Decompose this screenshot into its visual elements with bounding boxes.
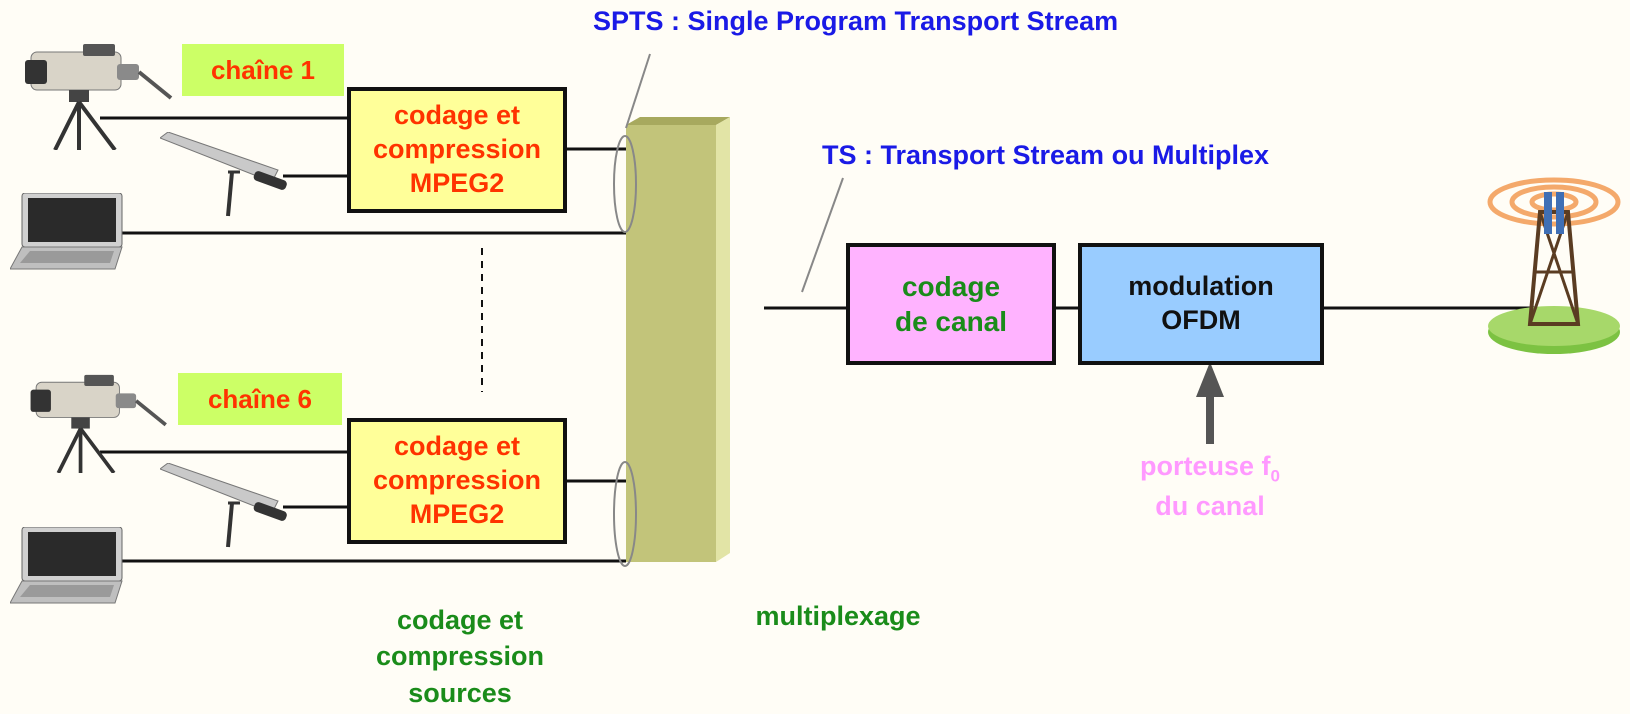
encoder-6-line-2: compression xyxy=(372,465,542,496)
carrier-line-1: porteuse f0 xyxy=(1110,448,1310,488)
ts-label: TS : Transport Stream ou Multiplex xyxy=(822,140,1270,170)
chain-1-label: chaîne 1 xyxy=(182,44,344,96)
channel-coding-line-1: codage xyxy=(901,271,1001,302)
carrier-subscript: 0 xyxy=(1270,466,1280,486)
encoder-box-chain-6: codage et compression MPEG2 xyxy=(347,418,567,544)
camera-icon xyxy=(30,374,167,473)
spts-label: SPTS : Single Program Transport Stream xyxy=(593,6,1119,36)
microphone-icon xyxy=(160,463,287,548)
carrier-text: porteuse f xyxy=(1140,451,1271,481)
source-caption-line-2: compression xyxy=(375,641,545,672)
source-caption-line-3: sources xyxy=(408,677,512,708)
spts-leader-line xyxy=(625,53,651,129)
multiplexer-bar xyxy=(626,117,730,562)
modulation-box: modulation OFDM xyxy=(1078,243,1324,365)
channel-coding-line-2: de canal xyxy=(894,306,1008,337)
encoder-6-line-3: MPEG2 xyxy=(409,498,505,529)
encoder-1-line-1: codage et xyxy=(393,100,521,131)
chain-6-label: chaîne 6 xyxy=(178,373,342,425)
modulation-line-2: OFDM xyxy=(1161,305,1241,335)
encoder-6-line-1: codage et xyxy=(393,431,521,462)
laptop-icon xyxy=(10,193,123,270)
microphone-icon xyxy=(160,132,287,217)
ts-leader-line xyxy=(801,177,844,293)
spts-ellipse-1 xyxy=(613,135,637,233)
modulation-line-1: modulation xyxy=(1128,271,1274,302)
source-coding-caption: codage et compression sources xyxy=(350,602,570,711)
channel-coding-box: codage de canal xyxy=(846,243,1056,365)
laptop-icon xyxy=(10,527,123,604)
encoder-box-chain-1: codage et compression MPEG2 xyxy=(347,87,567,213)
carrier-arrow xyxy=(1196,362,1224,444)
spts-ellipse-6 xyxy=(613,461,637,567)
carrier-line-2: du canal xyxy=(1155,491,1265,522)
camera-icon xyxy=(25,44,173,150)
multiplexing-caption: multiplexage xyxy=(755,601,921,631)
source-caption-line-1: codage et xyxy=(396,605,524,635)
carrier-label: porteuse f0 du canal xyxy=(1110,448,1310,525)
encoder-1-line-2: compression xyxy=(372,134,542,165)
encoder-1-line-3: MPEG2 xyxy=(409,167,505,198)
antenna-tower-icon xyxy=(1487,177,1621,354)
